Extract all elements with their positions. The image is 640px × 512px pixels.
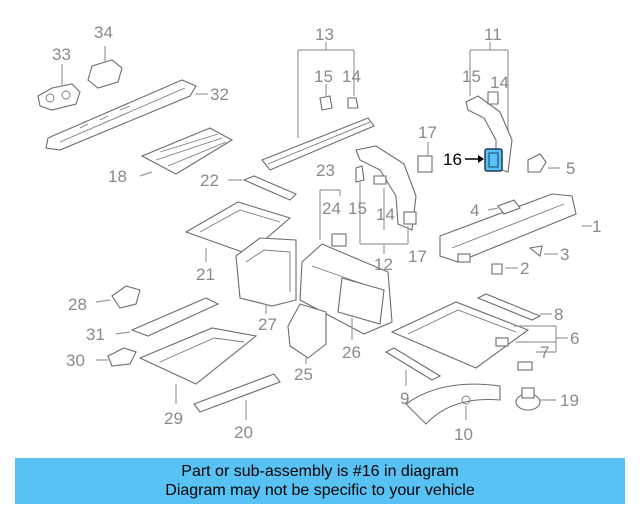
part-29-floor-mat: [138, 327, 258, 404]
callout-3: 3: [560, 245, 569, 264]
part-27-side-trim: [235, 237, 297, 314]
part-21-floor-board: [184, 201, 292, 262]
part-13-sill: [261, 42, 375, 171]
part-31-mat: [115, 297, 220, 337]
callout-7: 7: [540, 343, 549, 362]
part-12-quarter-trim: [355, 145, 417, 254]
callout-23: 23: [316, 161, 335, 180]
callout-33: 33: [52, 45, 71, 64]
part-32-cover-rail: [45, 79, 208, 151]
callout-20: 20: [234, 423, 253, 442]
callout-15c: 15: [348, 199, 367, 218]
callout-30: 30: [66, 351, 85, 370]
part-30-cap: [96, 347, 137, 367]
callout-13: 13: [315, 25, 334, 44]
callout-31: 31: [86, 325, 105, 344]
callout-17a: 17: [418, 123, 437, 142]
part-18-net: [139, 127, 234, 177]
callout-19: 19: [560, 391, 579, 410]
part-6-cargo-floor: [390, 301, 568, 371]
part-22-strip: [228, 175, 297, 201]
callout-16: 16: [443, 150, 462, 169]
part-33-bracket: [37, 64, 81, 111]
callout-5: 5: [566, 159, 575, 178]
callout-8: 8: [554, 305, 563, 324]
footer-banner: Part or sub-assembly is #16 in diagram D…: [15, 458, 625, 504]
part-23-24: [319, 189, 347, 247]
part-25-bin: [287, 303, 327, 364]
part-8-strip: [476, 293, 552, 321]
callout-labels: 34 33 32 13 15 14 11 15 14 17 16 5 18 22…: [52, 23, 601, 444]
callout-11: 11: [484, 25, 502, 44]
callout-18: 18: [108, 167, 127, 186]
part-34-module: [87, 46, 123, 89]
callout-22: 22: [200, 171, 219, 190]
callout-32: 32: [210, 85, 229, 104]
callout-1: 1: [592, 217, 601, 236]
callout-28: 28: [68, 295, 87, 314]
callout-6: 6: [570, 329, 579, 348]
footer-line1: Part or sub-assembly is #16 in diagram: [181, 463, 459, 480]
callout-26: 26: [342, 343, 361, 362]
callout-14a: 14: [342, 67, 361, 86]
callout-34: 34: [94, 23, 113, 42]
part-16-clip: [465, 148, 503, 172]
callout-4: 4: [470, 201, 479, 220]
callout-27: 27: [258, 315, 277, 334]
part-28-box: [95, 285, 141, 309]
callout-9: 9: [400, 389, 409, 408]
callout-10: 10: [454, 425, 473, 444]
callout-14b: 14: [490, 73, 509, 92]
footer-line2: Diagram may not be specific to your vehi…: [165, 482, 475, 499]
part-26-panel: [337, 277, 385, 340]
callout-21: 21: [196, 265, 215, 284]
part-20-roller: [193, 373, 281, 420]
callout-15a: 15: [314, 67, 333, 86]
callout-2: 2: [520, 259, 529, 278]
part-10-wheel-housing: [405, 383, 501, 425]
callout-24: 24: [322, 199, 341, 218]
callout-17b: 17: [408, 247, 427, 266]
part-1-rear-panel: [439, 193, 592, 275]
part-5-cap: [527, 153, 560, 173]
callout-12: 12: [374, 255, 393, 274]
parts-diagram: 34 33 32 13 15 14 11 15 14 17 16 5 18 22…: [37, 23, 601, 444]
callout-29: 29: [164, 409, 183, 428]
part-19-grommet: [515, 387, 556, 411]
callout-14c: 14: [376, 205, 395, 224]
callout-25: 25: [294, 365, 313, 384]
callout-15b: 15: [462, 67, 481, 86]
part-17-upper: [417, 142, 433, 173]
part-9-sill-strip: [384, 347, 442, 386]
